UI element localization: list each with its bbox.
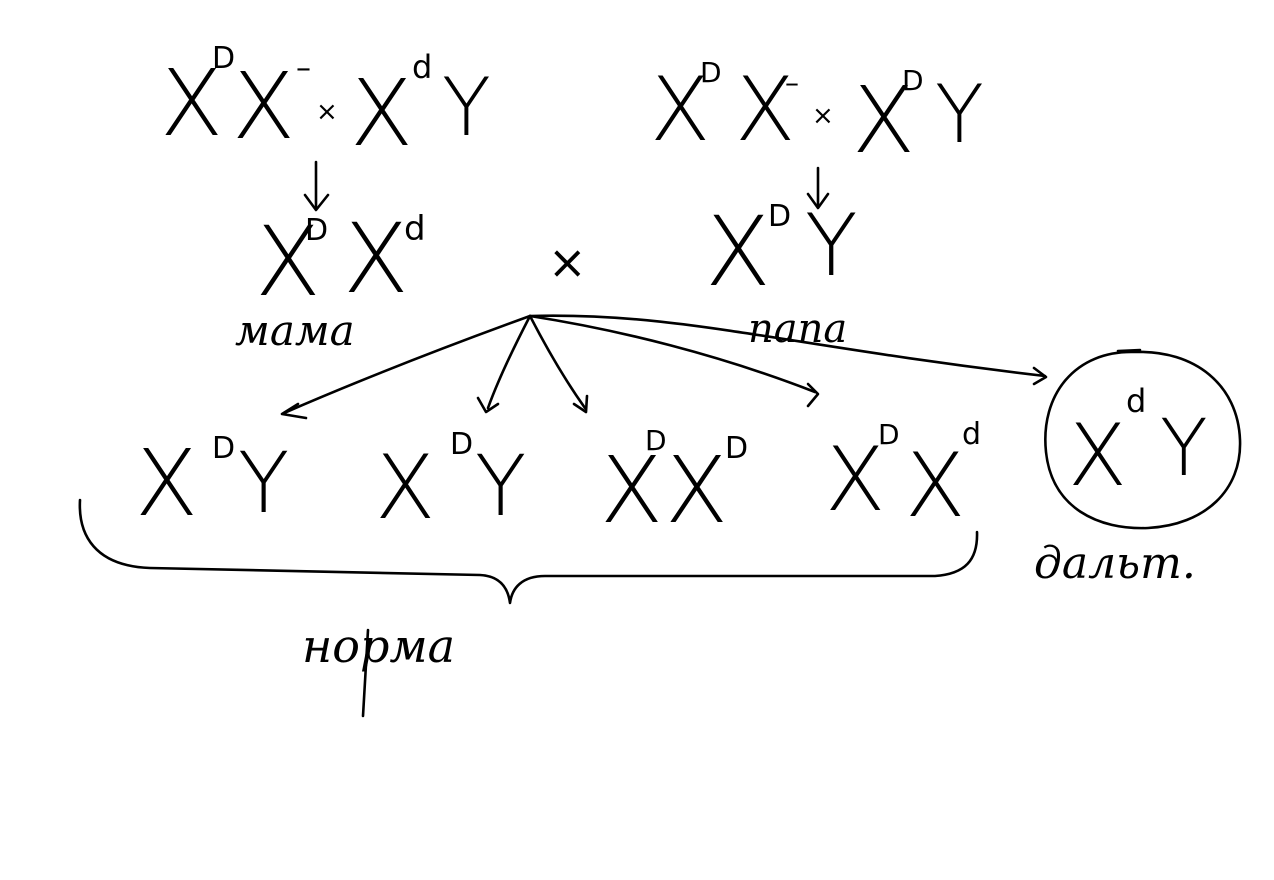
offspring-3-x2: X [665,437,728,544]
parents-cross: X D X d мама × X D Y папа [235,196,858,355]
offspring-3-x2-allele: D [725,431,748,466]
normal-label-stroke [361,628,370,718]
parent-father-x-allele: D [768,199,791,234]
gl-father-x-allele: d [412,48,432,86]
offspring-4-x1: X [825,428,885,531]
gr-mother-x2-allele: – [785,66,799,99]
gr-cross-sign: × [812,101,834,131]
offspring-2-x: X [375,436,435,539]
parent-father-x: X [705,196,771,308]
offspring-2: X D Y [375,427,526,539]
offspring-4-x1-allele: D [878,418,900,451]
gr-father-x: X [852,67,915,174]
gl-mother-x1: X [160,50,223,157]
offspring-3: X D X D [600,424,748,544]
parent-mother-x2: X [343,203,409,315]
gr-mother-x1-allele: D [700,56,722,89]
normal-label: норма [302,619,455,673]
offspring-1-x-allele: D [212,431,235,466]
grandparents-left-cross: X D X – × X d Y [160,41,491,167]
parent-father-label: папа [748,306,847,352]
offspring-2-y: Y [475,437,526,535]
affected-label: дальт. [1034,538,1196,589]
gl-mother-x2-allele: – [296,51,311,86]
gl-mother-x1-allele: D [212,41,235,76]
gr-mother-x1: X [650,58,710,161]
normal-label-group: норма [302,619,455,718]
offspring-arrows [280,314,1048,420]
parent-mother-x2-allele: d [404,209,426,249]
offspring-3-x1-allele: D [645,424,667,457]
normal-brace [78,498,979,605]
offspring-2-x-allele: D [450,427,473,462]
affected-x-allele: d [1126,382,1146,420]
down-arrow-left [303,160,330,212]
parent-mother-x1-allele: D [305,213,328,248]
gl-father-x: X [350,60,413,167]
parent-father-y: Y [805,196,858,296]
affected-circle-tick [1116,348,1142,353]
offspring-1-x: X [135,430,198,537]
parent-mother-label: мама [235,306,355,355]
gl-cross-sign: × [316,97,338,127]
offspring-1: X D Y [135,430,289,537]
down-arrow-right [806,166,830,210]
parent-mother-x1: X [255,206,321,318]
offspring-4: X D X d [825,417,981,537]
affected-x: X [1068,406,1127,506]
offspring-3-x1: X [600,437,663,544]
offspring-4-x2-allele: d [962,417,981,452]
gr-father-y: Y [935,68,984,161]
parents-cross-sign: × [548,235,587,289]
grandparents-right-cross: X D X – × X D Y [650,56,984,174]
affected-circle [1044,350,1242,530]
affected-y: Y [1160,404,1208,494]
offspring-4-x2: X [905,434,965,537]
gr-mother-x2: X [735,58,795,161]
gr-father-x-allele: D [902,64,924,97]
affected-son: X d Y дальт. [1034,348,1242,589]
gl-mother-x2: X [232,53,295,160]
offspring-1-y: Y [238,434,289,532]
gl-father-y: Y [442,61,491,154]
